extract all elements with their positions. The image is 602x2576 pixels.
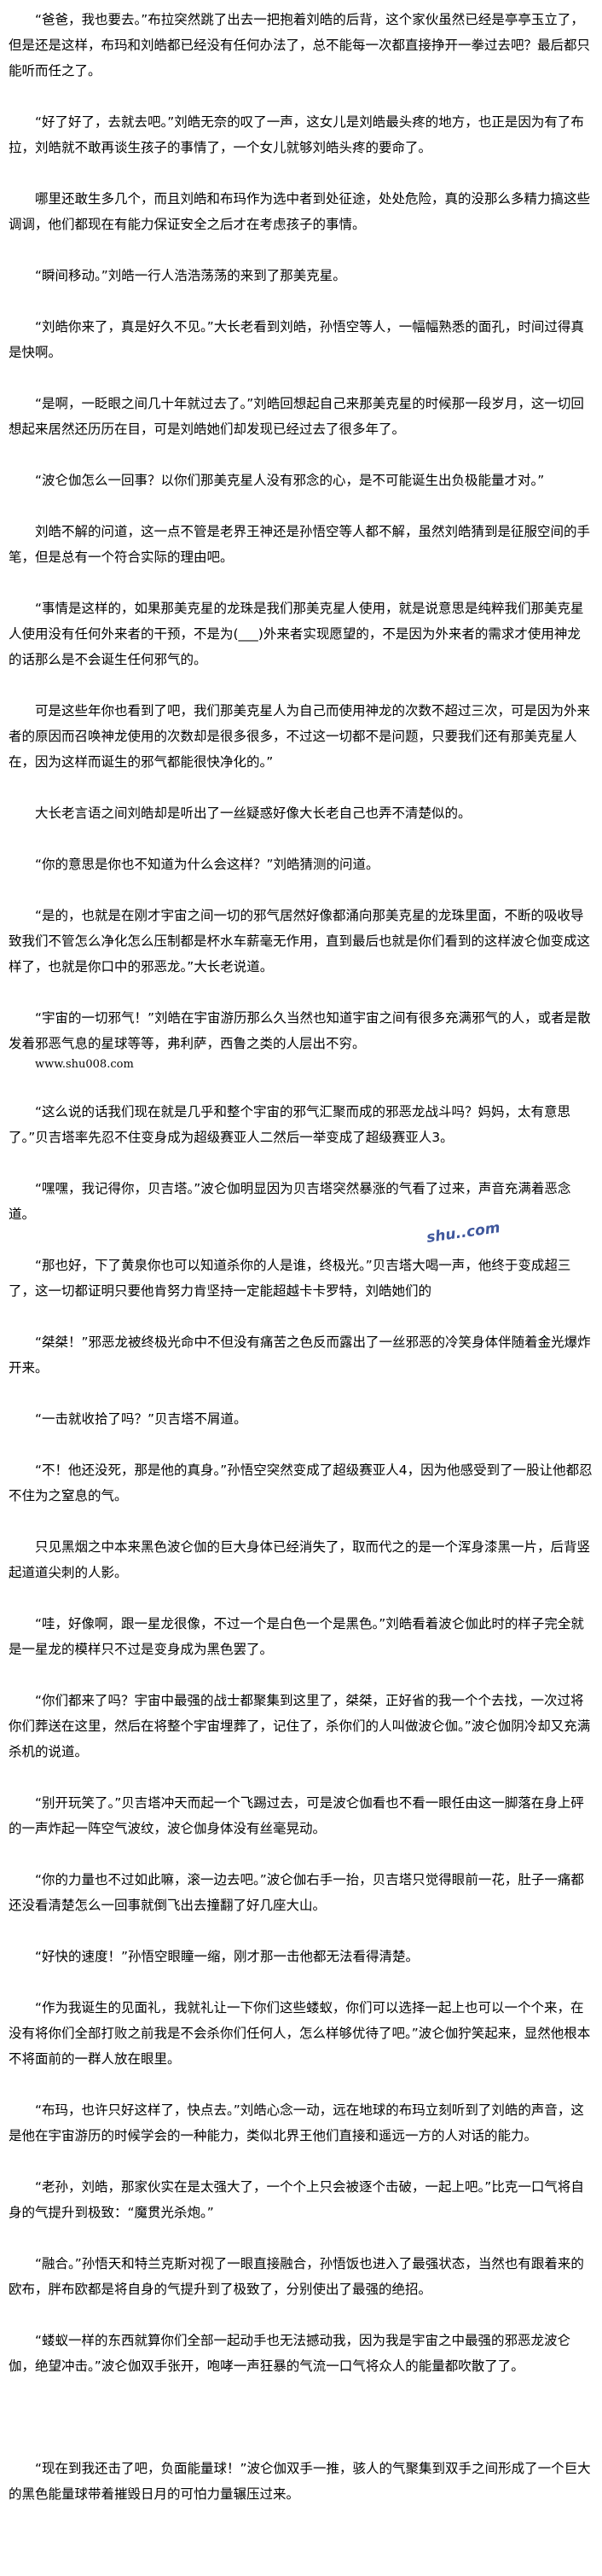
paragraph: “爸爸，我也要去。”布拉突然跳了出去一把抱着刘皓的后背，这个家伙虽然已经是亭亭玉… — [9, 12, 591, 79]
paragraph: 大长老言语之间刘皓却是听出了一丝疑惑好像大长老自己也弄不清楚似的。 — [35, 805, 472, 821]
paragraph: “一击就收拾了吗？”贝吉塔不屑道。 — [35, 1411, 247, 1427]
paragraph: 可是这些年你也看到了吧，我们那美克星人为自己而使用神龙的次数不超过三次，可是因为… — [9, 703, 591, 770]
chapter-text: “爸爸，我也要去。”布拉突然跳了出去一把抱着刘皓的后背，这个家伙虽然已经是亭亭玉… — [9, 12, 593, 2502]
paragraph: “现在到我还击了吧，负面能量球！”波仑伽双手一推，骇人的气聚集到双手之间形成了一… — [9, 2461, 591, 2502]
paragraph: “刘皓你来了，真是好久不见。”大长老看到刘皓，孙悟空等人，一幅幅熟悉的面孔，时间… — [9, 319, 584, 360]
paragraph: “别开玩笑了。”贝吉塔冲天而起一个飞踢过去，可是波仑伽看也不看一眼任由这一脚落在… — [9, 1795, 584, 1836]
paragraph: 只见黑烟之中本来黑色波仑伽的巨大身体已经消失了，取而代之的是一个浑身漆黑一片，后… — [9, 1539, 591, 1580]
paragraph: “不！他还没死，那是他的真身。”孙悟空突然变成了超级赛亚人4，因为他感受到了一股… — [9, 1462, 593, 1503]
paragraph: “哇，好像啊，跟一星龙很像，不过一个是白色一个是黑色。”刘皓看着波仑伽此时的样子… — [9, 1616, 584, 1657]
paragraph: 刘皓不解的问道，这一点不管是老界王神还是孙悟空等人都不解，虽然刘皓猜到是征服空间… — [9, 524, 591, 565]
paragraph: “事情是这样的，如果那美克星的龙珠是我们那美克星人使用，就是说意思是纯粹我们那美… — [9, 601, 584, 667]
paragraph: “是啊，一眨眼之间几十年就过去了。”刘皓回想起自己来那美克星的时候那一段岁月，这… — [9, 396, 584, 437]
paragraph: “那也好，下了黄泉你也可以知道杀你的人是谁，终极光。”贝吉塔大喝一声，他终于变成… — [9, 1258, 571, 1299]
paragraph: “桀桀！”邪恶龙被终极光命中不但没有痛苦之色反而露出了一丝邪恶的冷笑身体伴随着金… — [9, 1335, 591, 1375]
paragraph: “你的力量也不过如此嘛，滚一边去吧。”波仑伽右手一抬，贝吉塔只觉得眼前一花，肚子… — [9, 1872, 584, 1913]
paragraph: “你们都来了吗？宇宙中最强的战士都聚集到这里了，桀桀，正好省的我一个个去找，一次… — [9, 1693, 591, 1759]
paragraph: “瞬间移动。”刘皓一行人浩浩荡荡的来到了那美克星。 — [35, 268, 346, 283]
paragraph: “波仑伽怎么一回事？以你们那美克星人没有邪念的心，是不可能诞生出负极能量才对。” — [35, 473, 545, 488]
paragraph: “好快的速度！”孙悟空眼瞳一缩，刚才那一击他都无法看得清楚。 — [35, 1949, 420, 1964]
source-url: www.shu008.com — [35, 1058, 134, 1071]
paragraph: “蝼蚁一样的东西就算你们全部一起动手也无法撼动我，因为我是宇宙之中最强的邪恶龙波… — [9, 2333, 571, 2374]
paragraph: “嘿嘿，我记得你，贝吉塔。”波仑伽明显因为贝吉塔突然暴涨的气看了过来，声音充满着… — [9, 1181, 571, 1222]
paragraph: “宇宙的一切邪气！”刘皓在宇宙游历那么久当然也知道宇宙之间有很多充满邪气的人，或… — [9, 1010, 591, 1051]
paragraph: “老孙，刘皓，那家伙实在是太强大了，一个个上只会被逐个击破，一起上吧。”比克一口… — [9, 2179, 584, 2220]
paragraph: “作为我诞生的见面礼，我就礼让一下你们这些蝼蚁，你们可以选择一起上也可以一个个来… — [9, 2000, 591, 2067]
paragraph: “融合。”孙悟天和特兰克斯对视了一眼直接融合，孙悟饭也进入了最强状态，当然也有跟… — [9, 2256, 584, 2297]
paragraph: “是的，也就是在刚才宇宙之间一切的邪气居然好像都涌向那美克星的龙珠里面，不断的吸… — [9, 908, 591, 974]
paragraph: “布玛，也许只好这样了，快点去。”刘皓心念一动，远在地球的布玛立刻听到了刘皓的声… — [9, 2102, 584, 2143]
paragraph: “你的意思是你也不知道为什么会这样？”刘皓猜测的问道。 — [35, 857, 379, 872]
paragraph: 哪里还敢生多几个，而且刘皓和布玛作为选中者到处征途，处处危险，真的没那么多精力搞… — [9, 191, 591, 232]
paragraph: “好了好了，去就去吧。”刘皓无奈的叹了一声，这女儿是刘皓最头疼的地方，也正是因为… — [9, 114, 584, 155]
paragraph: “这么说的话我们现在就是几乎和整个宇宙的邪气汇聚而成的邪恶龙战斗吗？妈妈，太有意… — [9, 1104, 571, 1145]
